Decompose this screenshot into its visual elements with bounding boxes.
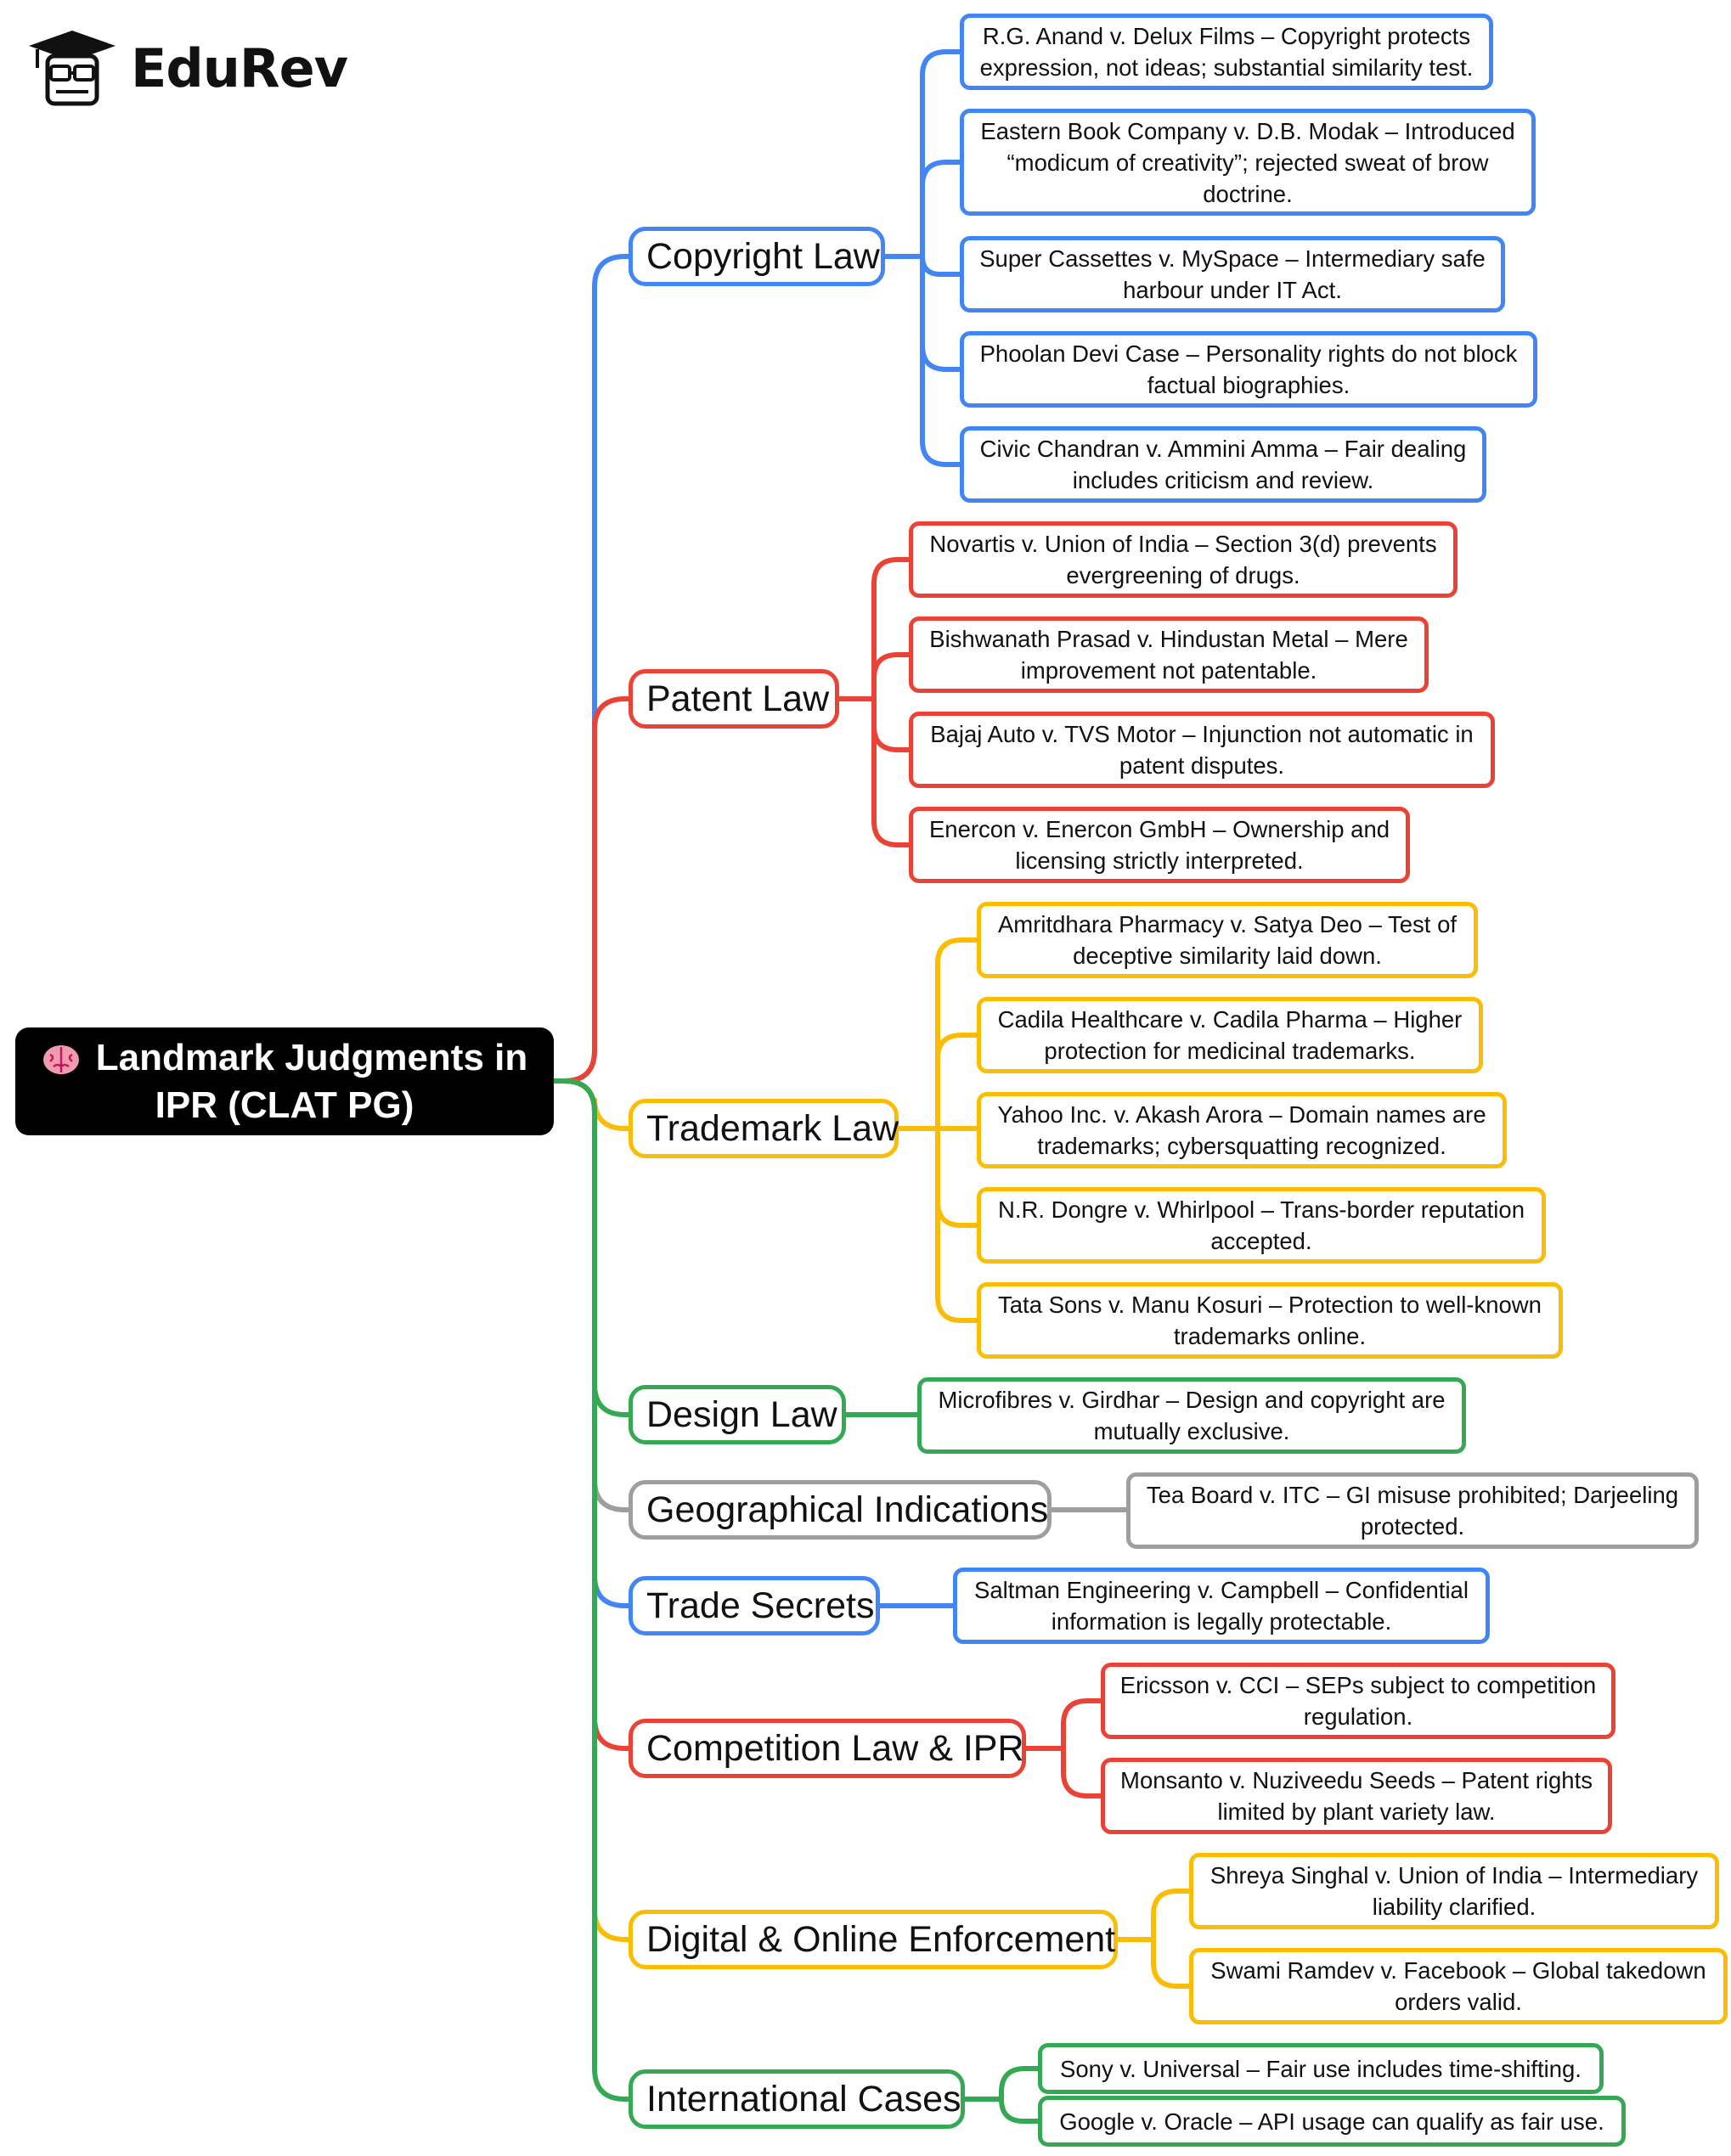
case-tea-board[interactable]: Tea Board v. ITC – GI misuse prohibited;… (1126, 1472, 1699, 1549)
case-amritdhara[interactable]: Amritdhara Pharmacy v. Satya Deo – Test … (977, 902, 1478, 978)
topic-patent-law[interactable]: Patent Law (629, 669, 839, 729)
case-swami-ramdev[interactable]: Swami Ramdev v. Facebook – Global takedo… (1189, 1948, 1728, 2024)
connector-topic-case (882, 49, 962, 259)
case-saltman[interactable]: Saltman Engineering v. Campbell – Confid… (953, 1568, 1490, 1644)
case-shreya-singhal[interactable]: Shreya Singhal v. Union of India – Inter… (1189, 1853, 1719, 1929)
case-eastern-book[interactable]: Eastern Book Company v. D.B. Modak – Int… (960, 109, 1536, 216)
topic-trade-secrets[interactable]: Trade Secrets (629, 1576, 880, 1635)
case-phoolan-devi[interactable]: Phoolan Devi Case – Personality rights d… (960, 331, 1537, 408)
connector-root-topic (551, 1078, 631, 1417)
connector-topic-case (962, 2097, 1040, 2124)
case-tata-sons[interactable]: Tata Sons v. Manu Kosuri – Protection to… (977, 1282, 1563, 1359)
case-microfibres[interactable]: Microfibres v. Girdhar – Design and copy… (917, 1377, 1466, 1454)
connector-topic-case (896, 1033, 979, 1131)
connector-root-topic (551, 696, 631, 1084)
case-yahoo[interactable]: Yahoo Inc. v. Akash Arora – Domain names… (977, 1092, 1507, 1168)
case-sony[interactable]: Sony v. Universal – Fair use includes ti… (1038, 2043, 1604, 2094)
connector-topic-case (1115, 1937, 1192, 1989)
connector-topic-case (1115, 1889, 1192, 1942)
graduation-cap-icon (29, 31, 116, 106)
connector-root-topic (551, 254, 631, 1084)
case-enercon[interactable]: Enercon v. Enercon GmbH – Ownership and … (909, 807, 1410, 883)
connector-topic-case (882, 254, 962, 467)
case-bishwanath-prasad[interactable]: Bishwanath Prasad v. Hindustan Metal – M… (909, 616, 1429, 693)
case-ericsson[interactable]: Ericsson v. CCI – SEPs subject to compet… (1101, 1663, 1615, 1739)
case-monsanto[interactable]: Monsanto v. Nuziveedu Seeds – Patent rig… (1101, 1758, 1612, 1834)
case-nr-dongre[interactable]: N.R. Dongre v. Whirlpool – Trans-border … (977, 1187, 1546, 1264)
topic-geographical-indications[interactable]: Geographical Indications (629, 1480, 1052, 1540)
connector-topic-case (896, 1126, 979, 1323)
root-title-line1: Landmark Judgments in (95, 1036, 528, 1078)
connector-topic-case (882, 160, 962, 259)
connector-root-topic (551, 1078, 631, 2102)
brand-logo: EduRev (25, 25, 348, 110)
case-google-oracle[interactable]: Google v. Oracle – API usage can qualify… (1038, 2096, 1626, 2147)
connector-topic-case (962, 2066, 1040, 2102)
root-title-line2: IPR (CLAT PG) (155, 1084, 414, 1126)
topic-trademark-law[interactable]: Trademark Law (629, 1099, 899, 1158)
case-rg-anand[interactable]: R.G. Anand v. Delux Films – Copyright pr… (960, 14, 1493, 90)
connector-topic-case (1023, 1698, 1103, 1751)
brain-icon (42, 1044, 79, 1074)
case-novartis[interactable]: Novartis v. Union of India – Section 3(d… (909, 521, 1458, 598)
topic-international-cases[interactable]: International Cases (629, 2069, 965, 2129)
topic-design-law[interactable]: Design Law (629, 1385, 846, 1444)
case-bajaj-auto[interactable]: Bajaj Auto v. TVS Motor – Injunction not… (909, 712, 1495, 788)
case-super-cassettes[interactable]: Super Cassettes v. MySpace – Intermediar… (960, 236, 1505, 312)
connector-topic-case (1023, 1746, 1103, 1799)
connector-topic-case (837, 652, 911, 701)
topic-copyright-law[interactable]: Copyright Law (629, 227, 885, 286)
brand-name: EduRev (131, 37, 348, 99)
root-node: Landmark Judgments in IPR (CLAT PG) (15, 1027, 554, 1135)
connector-root-topic (551, 1078, 631, 1608)
topic-digital-online-enforcement[interactable]: Digital & Online Enforcement (629, 1910, 1118, 1969)
topic-competition-law-ipr[interactable]: Competition Law & IPR (629, 1719, 1026, 1778)
connector-root-topic (551, 1078, 631, 1512)
case-civic-chandran[interactable]: Civic Chandran v. Ammini Amma – Fair dea… (960, 426, 1486, 503)
connector-topic-case (837, 696, 911, 847)
case-cadila[interactable]: Cadila Healthcare v. Cadila Pharma – Hig… (977, 997, 1483, 1073)
connector-root-topic (551, 1078, 631, 1131)
connector-topic-case (896, 937, 979, 1131)
connector-topic-case (837, 557, 911, 701)
